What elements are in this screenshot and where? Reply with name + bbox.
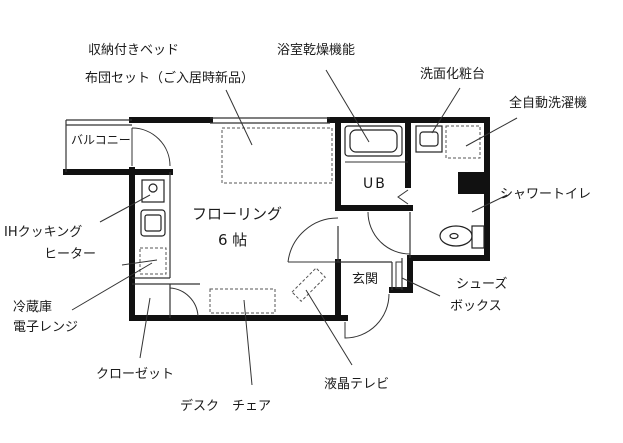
bath-door (367, 211, 411, 255)
bathtub (344, 125, 403, 157)
balcony-label: バルコニー (71, 133, 131, 147)
room-size-label: 6 帖 (218, 231, 248, 249)
bed (221, 127, 333, 184)
vanity-label: 洗面化粧台 (420, 67, 486, 82)
desk-chair-label: デスク チェア (180, 399, 272, 414)
tv (291, 267, 326, 302)
ub-label: UB (363, 176, 387, 192)
bed-label-line1: 収納付きベッド (88, 43, 180, 58)
shoebox (395, 261, 403, 289)
entrance-label: 玄関 (352, 272, 379, 287)
washer (445, 125, 481, 159)
toilet (439, 225, 485, 249)
bath-dryer-label: 浴室乾燥機能 (277, 43, 356, 58)
bed-label-line2: 布団セット（ご入居時新品） (85, 71, 255, 86)
ih-label-line1: IHクッキング (4, 225, 83, 240)
shoebox-label-line2: ボックス (450, 299, 502, 314)
shoebox-label-line1: シューズ (456, 277, 508, 292)
desk (209, 288, 276, 314)
thin-walls (65, 117, 411, 318)
fridge-label-line1: 冷蔵庫 (13, 300, 53, 315)
fridge-label-line2: 電子レンジ (13, 320, 79, 335)
vanity-sink (415, 125, 443, 153)
fridge (139, 247, 167, 275)
shower-toilet-label: シャワートイレ (500, 187, 592, 202)
closet-door (169, 287, 199, 317)
leader-lines (71, 69, 518, 386)
walls (63, 117, 490, 321)
water-heater (458, 172, 484, 194)
ih-label-line2: ヒーター (44, 247, 97, 262)
bath-inner (345, 161, 409, 205)
entrance-door (344, 293, 390, 339)
lcd-tv-label: 液晶テレビ (324, 377, 390, 392)
balcony-door (131, 127, 171, 167)
room-door (287, 217, 339, 263)
flooring-label: フローリング (192, 205, 283, 223)
kitchen-appliances (140, 179, 166, 237)
washer-label: 全自動洗濯機 (509, 96, 588, 111)
closet-label: クローゼット (96, 367, 175, 382)
